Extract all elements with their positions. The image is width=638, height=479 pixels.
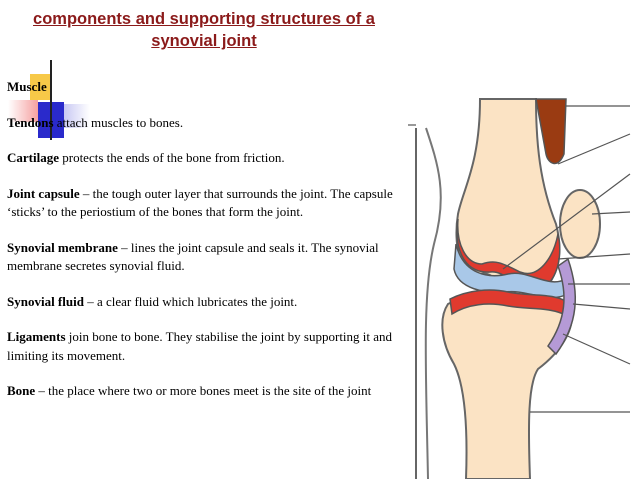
- definition-tendons: Tendons attach muscles to bones.: [7, 114, 407, 133]
- deco-square-pink: [8, 100, 38, 122]
- term-muscle: Muscle: [7, 79, 47, 94]
- desc-synovial-fluid: – a clear fluid which lubricates the joi…: [83, 293, 298, 309]
- leader-line-7: [572, 303, 631, 310]
- definition-joint-capsule: Joint capsule – the tough outer layer th…: [7, 185, 407, 222]
- definition-synovial-fluid: Synovial fluid – a clear fluid which lub…: [7, 293, 407, 312]
- muscle-shape: [535, 98, 567, 165]
- definition-cartilage: Cartilage protects the ends of the bone …: [7, 149, 407, 168]
- leader-line-2: [557, 133, 631, 165]
- slide-title-line1: components and supporting structures of …: [33, 10, 375, 28]
- knee-joint-diagram: [408, 98, 631, 479]
- definition-ligaments: Ligaments join bone to bone. They stabil…: [7, 328, 407, 365]
- definition-muscle: Muscle: [7, 78, 407, 97]
- definitions-list: Muscle Tendons attach muscles to bones. …: [7, 78, 407, 418]
- term-synovial-membrane: Synovial membrane: [7, 239, 118, 255]
- term-joint-capsule: Joint capsule: [7, 185, 80, 201]
- term-bone: Bone: [7, 383, 36, 398]
- ligament-shape: [547, 257, 576, 356]
- leg-outline-front: [424, 127, 442, 479]
- desc-joint-capsule: – the tough outer layer that surrounds t…: [7, 185, 393, 220]
- desc-tendons: attach muscles to bones.: [53, 114, 184, 130]
- term-synovial-fluid: Synovial fluid: [7, 293, 84, 309]
- term-tendons: Tendons: [7, 114, 54, 130]
- desc-bone: – the place where two or more bones meet…: [35, 383, 372, 398]
- slide-title-line2: synovial joint: [151, 32, 257, 50]
- deco-square-yellow: [30, 74, 52, 100]
- leader-line-8: [562, 333, 631, 365]
- desc-ligaments: join bone to bone. They stabilise the jo…: [7, 329, 393, 363]
- desc-cartilage: protects the ends of the bone from frict…: [58, 150, 285, 165]
- decorative-squares: [8, 60, 100, 140]
- tibia-bone: [441, 291, 573, 479]
- desc-synovial-membrane: – lines the joint capsule and seals it. …: [7, 239, 379, 274]
- deco-line: [50, 60, 52, 140]
- deco-square-lilac: [64, 104, 90, 128]
- term-ligaments: Ligaments: [7, 329, 66, 344]
- definition-synovial-membrane: Synovial membrane – lines the joint caps…: [7, 239, 407, 276]
- femur-cartilage: [456, 218, 561, 291]
- definition-bone: Bone – the place where two or more bones…: [7, 382, 407, 401]
- slide-title: components and supporting structures of …: [0, 8, 408, 52]
- term-cartilage: Cartilage: [7, 150, 59, 165]
- leader-line-5: [557, 253, 631, 260]
- leader-line-3: [591, 211, 631, 215]
- leader-line-4: [502, 173, 631, 270]
